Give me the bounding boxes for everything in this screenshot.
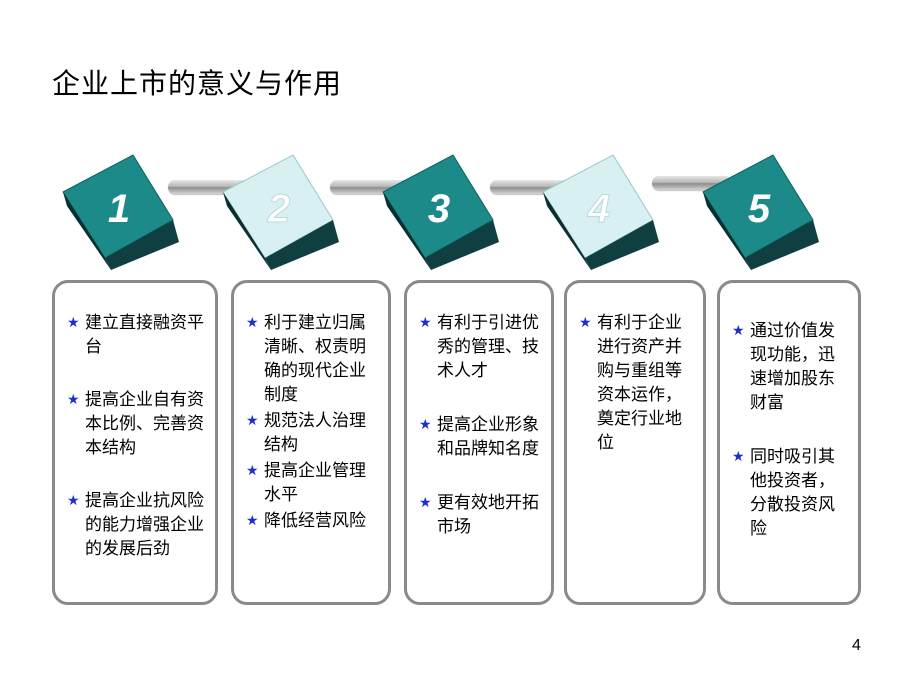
list-item: ★ 提高企业抗风险的能力增强企业的发展后劲	[65, 489, 207, 561]
list-item: ★ 通过价值发现功能，迅速增加股东财富	[730, 319, 850, 415]
list-item: ★ 建立直接融资平台	[65, 311, 207, 359]
list-item: ★ 有利于企业进行资产并购与重组等资本运作，奠定行业地位	[577, 311, 695, 455]
slide-title: 企业上市的意义与作用	[52, 67, 343, 100]
bullet-text: 建立直接融资平台	[85, 313, 204, 357]
star-icon: ★	[732, 449, 745, 465]
cube-left-face	[223, 192, 271, 270]
star-icon: ★	[419, 495, 432, 511]
list-item: ★ 有利于引进优秀的管理、技术人才	[417, 311, 545, 383]
cube-left-face	[543, 192, 591, 270]
bullet-text: 同时吸引其他投资者，分散投资风险	[750, 447, 835, 539]
star-icon: ★	[246, 315, 259, 331]
cube-side-face	[105, 220, 179, 270]
step-3-cube: 3	[375, 150, 505, 270]
bullet-text: 利于建立归属清晰、权责明确的现代企业制度	[264, 313, 366, 405]
cube-left-face	[703, 192, 751, 270]
bullet-text: 提高企业自有资本比例、完善资本结构	[85, 390, 204, 458]
list-item: ★ 同时吸引其他投资者，分散投资风险	[730, 445, 850, 541]
bullet-text: 规范法人治理结构	[264, 411, 366, 455]
list-item: ★ 规范法人治理结构	[244, 409, 380, 457]
step-number: 5	[748, 187, 771, 231]
list-item: ★ 降低经营风险	[244, 509, 380, 533]
bullet-text: 提高企业管理水平	[264, 461, 366, 505]
connector-4-5	[652, 176, 732, 190]
star-icon: ★	[246, 463, 259, 479]
step-5-cube: 5	[695, 150, 825, 270]
card-5: ★ 通过价值发现功能，迅速增加股东财富 ★ 同时吸引其他投资者，分散投资风险	[717, 280, 861, 605]
star-icon: ★	[419, 315, 432, 331]
step-number: 4	[587, 187, 610, 231]
card-3: ★ 有利于引进优秀的管理、技术人才 ★ 提高企业形象和品牌知名度 ★ 更有效地开拓市场	[404, 280, 554, 605]
card-4: ★ 有利于企业进行资产并购与重组等资本运作，奠定行业地位	[564, 280, 706, 605]
step-number: 1	[108, 187, 130, 231]
step-number: 3	[428, 187, 450, 231]
star-icon: ★	[67, 493, 80, 509]
cube-left-face	[63, 192, 111, 270]
list-item: ★ 提高企业管理水平	[244, 459, 380, 507]
bullet-text: 有利于引进优秀的管理、技术人才	[437, 313, 539, 381]
star-icon: ★	[246, 413, 259, 429]
star-icon: ★	[67, 315, 80, 331]
star-icon: ★	[732, 323, 745, 339]
star-icon: ★	[246, 513, 259, 529]
step-2-cube: 2	[215, 150, 345, 270]
list-item: ★ 更有效地开拓市场	[417, 491, 545, 539]
card-1: ★ 建立直接融资平台 ★ 提高企业自有资本比例、完善资本结构 ★ 提高企业抗风险的能力…	[52, 280, 218, 605]
list-item: ★ 提高企业形象和品牌知名度	[417, 413, 545, 461]
step-4-cube: 4	[535, 150, 665, 270]
page-number: 4	[852, 637, 861, 654]
card-2: ★ 利于建立归属清晰、权责明确的现代企业制度 ★ 规范法人治理结构 ★ 提高企业管理水…	[231, 280, 391, 605]
step-1-cube: 1	[55, 150, 185, 270]
list-item: ★ 利于建立归属清晰、权责明确的现代企业制度	[244, 311, 380, 407]
bullet-text: 降低经营风险	[264, 511, 366, 531]
cube-side-face	[265, 220, 339, 270]
cube-side-face	[585, 220, 659, 270]
bullet-text: 提高企业形象和品牌知名度	[437, 415, 539, 459]
star-icon: ★	[419, 417, 432, 433]
step-number: 2	[267, 187, 290, 231]
list-item: ★ 提高企业自有资本比例、完善资本结构	[65, 388, 207, 460]
bullet-text: 有利于企业进行资产并购与重组等资本运作，奠定行业地位	[597, 313, 682, 453]
cube-left-face	[383, 192, 431, 270]
cube-side-face	[425, 220, 499, 270]
star-icon: ★	[67, 392, 80, 408]
bullet-text: 更有效地开拓市场	[437, 493, 539, 537]
cube-side-face	[745, 220, 819, 270]
bullet-text: 通过价值发现功能，迅速增加股东财富	[750, 321, 835, 413]
star-icon: ★	[579, 315, 592, 331]
bullet-text: 提高企业抗风险的能力增强企业的发展后劲	[85, 491, 204, 559]
